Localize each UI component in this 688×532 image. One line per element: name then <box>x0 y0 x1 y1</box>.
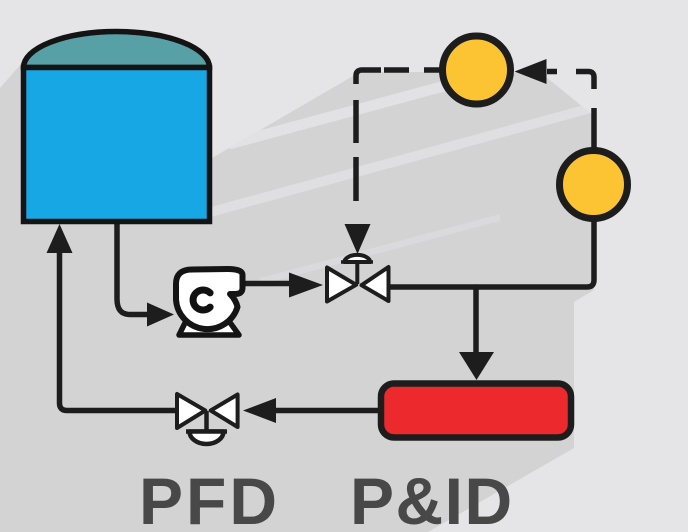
svg-text:P&ID: P&ID <box>350 464 514 532</box>
svg-text:PFD: PFD <box>139 464 280 532</box>
